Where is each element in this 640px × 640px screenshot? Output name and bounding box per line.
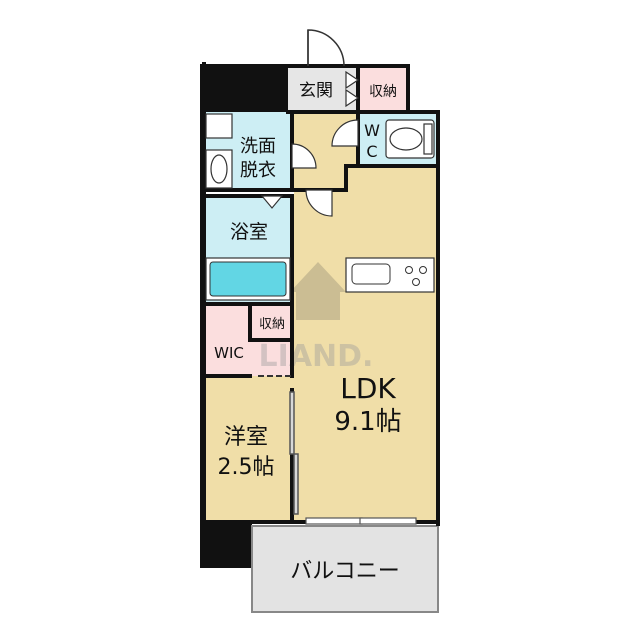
watermark-text: LIAND. <box>259 339 374 374</box>
entrance-door-icon <box>307 29 345 67</box>
structural-column-bottom <box>200 522 252 568</box>
sliding-door-icon <box>289 391 299 515</box>
balcony-label: バルコニー <box>290 559 400 584</box>
storage-door-icon <box>345 70 360 108</box>
balcony-window-icon <box>305 517 417 525</box>
ldk-name-label: LDK <box>340 372 396 405</box>
kitchen-counter-icon <box>345 257 435 293</box>
wic-label: WIC <box>214 344 244 362</box>
bathtub-icon <box>205 257 291 301</box>
storage-top-label: 収納 <box>369 84 397 100</box>
toilet-icon <box>385 119 435 159</box>
wc-door-icon <box>331 119 359 147</box>
wc-label-c: C <box>366 142 377 161</box>
ldk-area <box>294 166 438 522</box>
ldk-size-label: 9.1帖 <box>334 407 401 437</box>
bath-door-icon <box>260 195 284 209</box>
washing-machine-icon <box>205 113 233 139</box>
western-room-size-label: 2.5帖 <box>218 455 275 480</box>
bathroom-label: 浴室 <box>230 221 268 243</box>
washroom-label-1: 洗面 <box>240 136 276 157</box>
structural-column-top <box>200 64 288 112</box>
ldk-door-icon <box>305 189 333 217</box>
western-room-area <box>204 376 294 522</box>
wc-label-w: W <box>364 121 380 140</box>
sink-icon <box>205 149 233 189</box>
entrance-label: 玄関 <box>299 81 333 101</box>
storage-top-area <box>358 66 408 112</box>
watermark-logo-icon <box>290 262 346 320</box>
western-room-name-label: 洋室 <box>224 425 268 450</box>
balcony-area <box>251 525 439 613</box>
washroom-label-2: 脱衣 <box>240 160 276 181</box>
storage-mid-label: 収納 <box>259 317 285 332</box>
washroom-door-icon <box>291 143 317 169</box>
